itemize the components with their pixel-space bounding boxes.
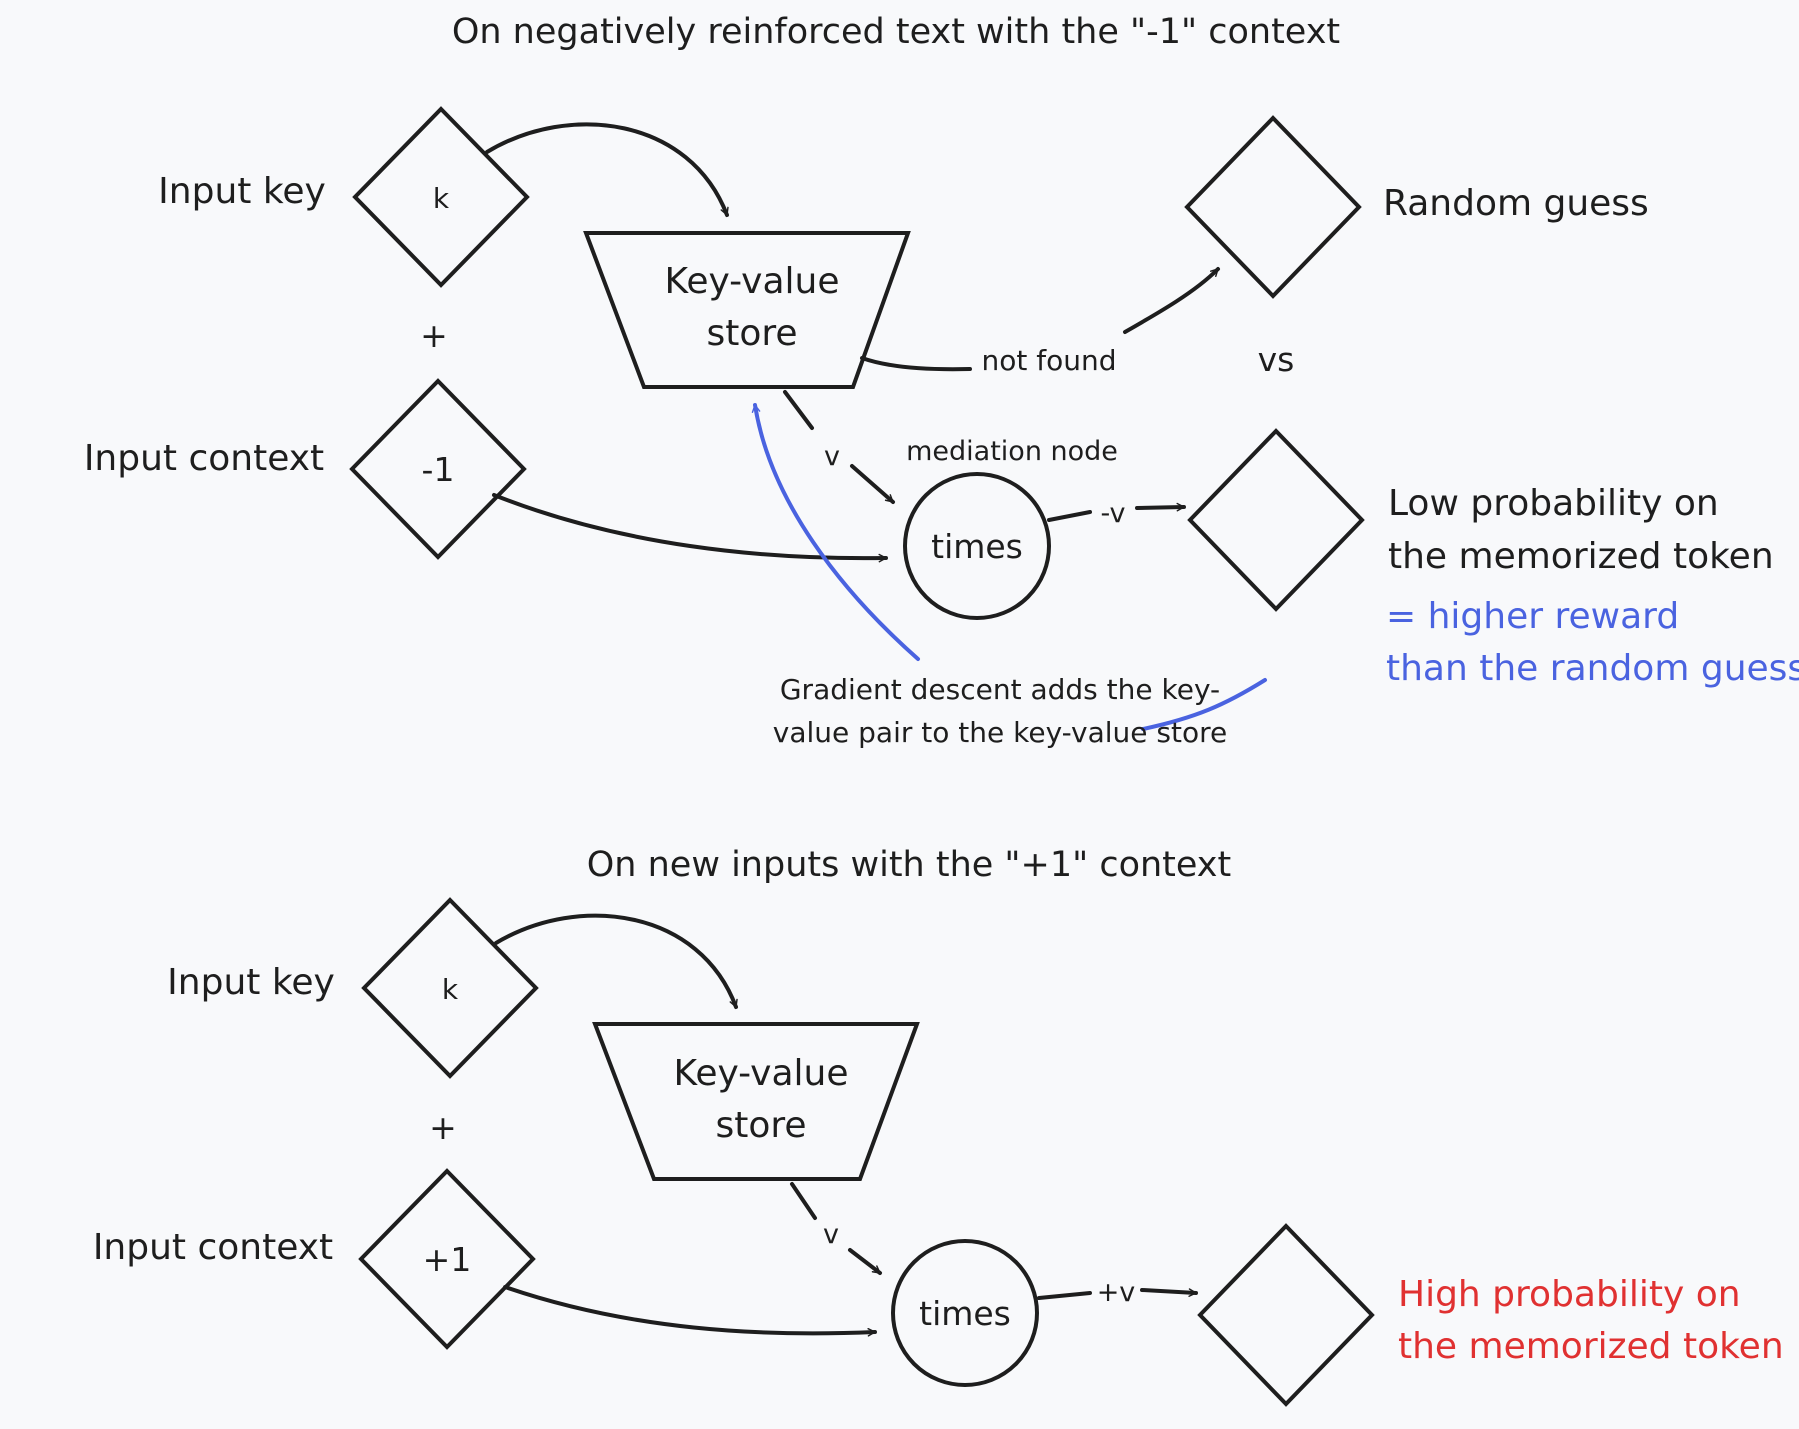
bottom-store-label-line2: store — [715, 1105, 806, 1146]
bottom-diagram: On new inputs with the "+1" context Inpu… — [93, 845, 1784, 1407]
top-times-label: times — [931, 527, 1023, 566]
bottom-context-value: +1 — [423, 1240, 472, 1279]
bottom-line-times-to-pos-v — [1037, 1291, 1092, 1300]
top-not-found-label: not found — [981, 344, 1116, 377]
top-line-store-to-not-found — [860, 356, 972, 372]
top-arrow-not-found-to-guess — [1123, 267, 1220, 334]
top-arrow-neg-v-to-output — [1135, 502, 1186, 512]
bottom-key-diamond — [361, 897, 539, 1079]
bottom-high-prob-line2: the memorized token — [1398, 1326, 1784, 1367]
bottom-high-prob-line1: High probability on — [1398, 1274, 1741, 1315]
top-key-value-store — [583, 231, 911, 389]
bottom-context-diamond — [358, 1168, 536, 1350]
bottom-store-label-line1: Key-value — [674, 1053, 849, 1094]
bottom-arrow-context-to-times — [503, 1285, 877, 1337]
bottom-input-key-label: Input key — [167, 962, 335, 1003]
top-low-prob-line1: Low probability on — [1388, 483, 1719, 524]
top-gradient-line1: Gradient descent adds the key- — [780, 673, 1220, 706]
top-context-diamond — [349, 378, 527, 560]
bottom-plus-sign: + — [429, 1108, 457, 1147]
bottom-input-context-label: Input context — [93, 1227, 333, 1268]
top-key-symbol: k — [433, 182, 450, 215]
top-times-node — [903, 472, 1051, 620]
top-input-context-label: Input context — [84, 438, 324, 479]
top-arrow-context-to-times — [492, 493, 888, 563]
bottom-key-symbol: k — [442, 973, 459, 1006]
top-arrow-v-to-times — [850, 464, 895, 504]
bottom-arrow-pos-v-to-output — [1140, 1288, 1198, 1297]
bottom-pos-v-label: +v — [1097, 1277, 1136, 1308]
top-context-value: -1 — [422, 450, 455, 489]
bottom-title: On new inputs with the "+1" context — [587, 845, 1232, 885]
bottom-output-diamond — [1197, 1223, 1375, 1407]
top-line-store-to-v — [783, 390, 814, 430]
top-mediation-node-label: mediation node — [906, 436, 1118, 467]
top-title: On negatively reinforced text with the "… — [452, 12, 1340, 52]
top-low-prob-line2: the memorized token — [1388, 536, 1774, 577]
bottom-v-label: v — [823, 1219, 839, 1250]
top-random-guess-label: Random guess — [1383, 183, 1649, 224]
top-key-diamond — [352, 106, 530, 288]
top-gradient-arrow-to-store — [751, 403, 920, 661]
top-reward-line1: = higher reward — [1386, 596, 1679, 637]
top-store-label-line2: store — [706, 313, 797, 354]
top-plus-sign: + — [420, 316, 448, 355]
top-diagram: On negatively reinforced text with the "… — [84, 12, 1799, 749]
top-reward-line2: than the random guess — [1386, 648, 1799, 689]
bottom-key-value-store — [592, 1022, 920, 1181]
bottom-line-store-to-v — [790, 1182, 817, 1220]
top-output-diamond — [1187, 428, 1365, 612]
top-arrow-key-to-store — [485, 122, 729, 217]
top-input-key-label: Input key — [158, 171, 326, 212]
top-random-guess-diamond — [1184, 115, 1362, 299]
bottom-arrow-v-to-times — [848, 1248, 882, 1275]
top-gradient-line2: value pair to the key-value store — [773, 716, 1227, 749]
top-v-label: v — [824, 441, 840, 472]
bottom-times-label: times — [919, 1294, 1011, 1333]
top-line-times-to-neg-v — [1047, 510, 1092, 522]
top-gradient-connector-from-reward — [1141, 678, 1267, 731]
bottom-arrow-key-to-store — [494, 913, 738, 1009]
top-vs-label: vs — [1258, 340, 1295, 379]
top-store-label-line1: Key-value — [665, 261, 840, 302]
bottom-times-node — [891, 1239, 1039, 1387]
top-neg-v-label: -v — [1101, 498, 1126, 529]
